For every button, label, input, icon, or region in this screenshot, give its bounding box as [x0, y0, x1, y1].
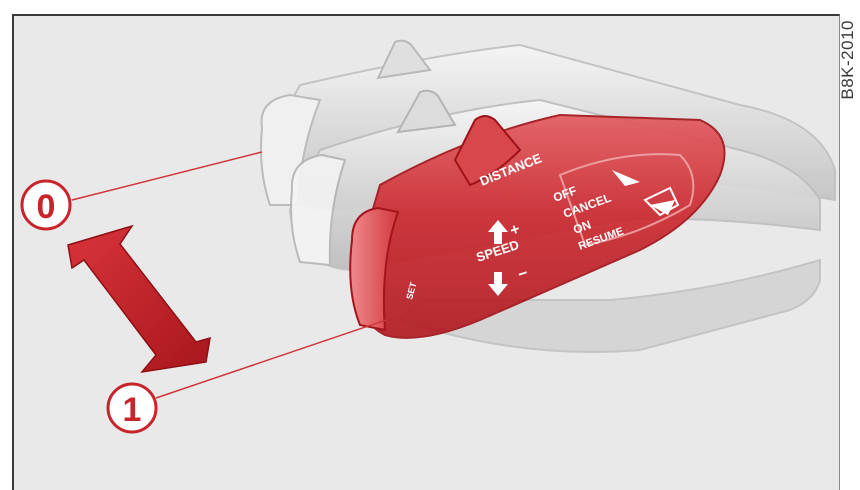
marker-1-label: 1	[123, 391, 142, 429]
marker-1: 1	[108, 384, 156, 432]
marker-0: 0	[22, 181, 70, 229]
direction-arrow	[68, 226, 210, 372]
leader-line-0	[72, 152, 262, 200]
figure-code: B8K-2010	[838, 20, 858, 100]
marker-0-label: 0	[37, 188, 56, 226]
